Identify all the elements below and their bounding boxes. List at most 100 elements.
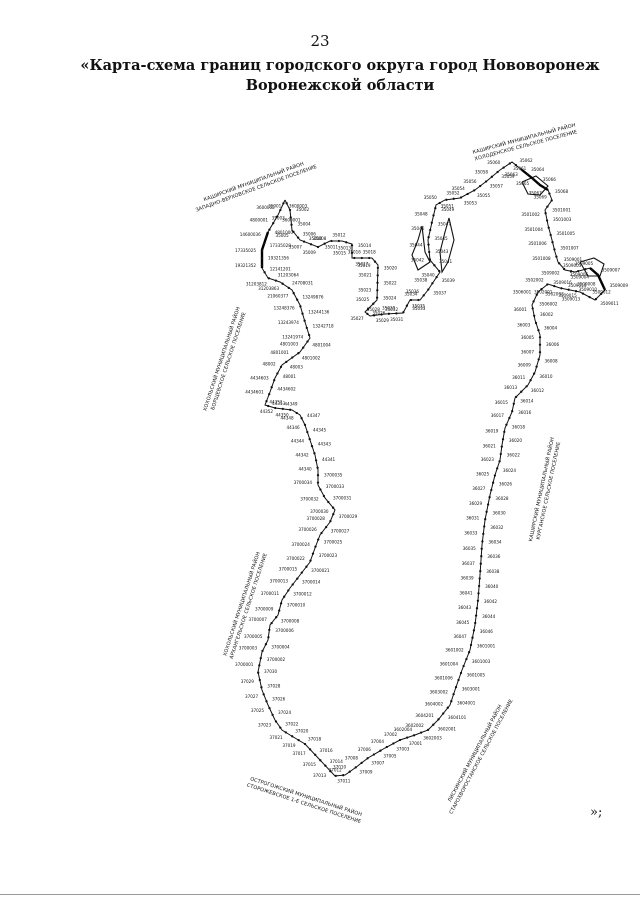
boundary-point-label: 36018 — [512, 425, 526, 431]
boundary-point-marker — [350, 244, 354, 247]
boundary-point-marker — [288, 208, 292, 212]
boundary-point-marker — [471, 636, 474, 639]
boundary-point-label: 37023 — [258, 722, 272, 728]
boundary-point-marker — [329, 519, 332, 523]
boundary-point-marker — [257, 671, 260, 674]
boundary-point-marker — [331, 506, 335, 509]
boundary-point-label: 3509009 — [610, 283, 629, 289]
boundary-point-marker — [284, 731, 287, 734]
boundary-point-label: 35061 — [513, 166, 527, 172]
boundary-point-marker — [368, 256, 371, 260]
boundary-point-marker — [282, 202, 285, 205]
boundary-point-label: 37003 — [396, 746, 410, 752]
page-number: 23 — [310, 32, 330, 50]
boundary-point-marker — [446, 706, 449, 709]
boundary-point-label: 3700028 — [306, 516, 325, 522]
boundary-point-label: 3502001 — [534, 289, 553, 295]
boundary-point-marker — [392, 742, 395, 745]
boundary-point-marker — [540, 288, 543, 291]
boundary-point-label: 37006 — [358, 747, 372, 753]
boundary-point-label: 35046 — [411, 226, 425, 232]
boundary-point-label: 35064 — [531, 167, 545, 173]
boundary-point-marker — [360, 761, 363, 765]
boundary-point-marker — [322, 494, 326, 498]
district-label-4: КАШИРСКИЙ МУНИЦИПАЛЬНЫЙ РАЙОНКУРГАНСКОЕ … — [527, 436, 562, 542]
boundary-point-label: 19321352 — [235, 263, 256, 269]
boundary-point-marker — [300, 417, 303, 420]
boundary-point-marker — [472, 629, 476, 632]
boundary-point-label: 3509005 — [575, 261, 594, 267]
boundary-point-marker — [560, 287, 563, 290]
boundary-point-marker — [292, 292, 295, 295]
boundary-point-marker — [272, 222, 275, 225]
boundary-point-label: 3700011 — [261, 591, 280, 597]
boundary-point-label: 36033 — [464, 531, 478, 537]
boundary-point-marker — [535, 293, 538, 296]
boundary-point-label: 36016 — [518, 410, 532, 416]
boundary-point-marker — [493, 474, 497, 477]
boundary-point-label: 35003 — [272, 216, 286, 222]
boundary-point-marker — [289, 216, 292, 219]
boundary-point-label: 35036 — [406, 289, 420, 295]
boundary-point-label: 35002 — [296, 207, 310, 213]
boundary-point-marker — [488, 496, 491, 499]
boundary-point-label: 3600002 — [256, 205, 275, 211]
boundary-point-label: 3509015 — [558, 293, 577, 299]
boundary-point-marker — [303, 742, 307, 746]
boundary-point-marker — [376, 274, 379, 277]
boundary-point-marker — [309, 243, 313, 246]
boundary-point-label: 35055 — [477, 193, 491, 199]
boundary-point-label: 13248376 — [274, 306, 295, 312]
boundary-point-marker — [267, 404, 270, 408]
boundary-point-label: 4801001 — [270, 350, 289, 356]
boundary-point-label: 3700012 — [293, 591, 312, 597]
boundary-point-label: 37025 — [251, 708, 265, 714]
boundary-point-label: 44350 — [276, 412, 290, 418]
boundary-point-marker — [324, 764, 327, 767]
boundary-point-label: 35068 — [555, 189, 569, 195]
boundary-point-label: 36043 — [458, 605, 472, 611]
boundary-point-label: 3700003 — [239, 646, 258, 652]
boundary-point-label: 3700031 — [333, 496, 352, 502]
boundary-point-marker — [263, 271, 266, 274]
boundary-point-marker — [267, 636, 270, 639]
boundary-point-label: 3700022 — [286, 556, 305, 562]
boundary-point-label: 35005 — [276, 233, 290, 239]
boundary-point-label: 36010 — [539, 374, 553, 380]
boundary-point-label: 37013 — [313, 773, 327, 779]
boundary-point-marker — [260, 249, 264, 252]
boundary-point-label: 3601003 — [472, 659, 491, 665]
boundary-point-label: 3602002 — [405, 723, 424, 729]
boundary-point-label: 3501002 — [521, 212, 540, 218]
boundary-point-label: 3600001 — [282, 217, 301, 223]
boundary-point-marker — [264, 643, 268, 646]
boundary-point-label: 36002 — [540, 312, 554, 318]
boundary-point-marker — [405, 304, 409, 307]
boundary-point-marker — [520, 168, 523, 171]
boundary-point-marker — [314, 545, 317, 548]
boundary-point-marker — [285, 202, 288, 205]
boundary-point-marker — [402, 311, 405, 314]
boundary-point-marker — [503, 430, 506, 434]
boundary-point-marker — [476, 599, 480, 602]
boundary-point-label: 4801004 — [312, 343, 331, 349]
boundary-point-marker — [291, 735, 294, 738]
boundary-point-marker — [558, 262, 561, 265]
boundary-point-label: 37026 — [272, 697, 286, 703]
district-label-5: ХОХОЛЬСКИЙ МУНИЦИПАЛЬНЫЙ РАЙОНАРХАНГЕЛЬС… — [221, 551, 268, 660]
boundary-point-label: 36020 — [509, 438, 523, 444]
boundary-point-marker — [296, 298, 299, 301]
boundary-point-marker — [437, 718, 440, 721]
boundary-point-label: 35041 — [439, 259, 453, 265]
boundary-point-marker — [535, 365, 538, 368]
boundary-point-label: 35013 — [338, 246, 352, 252]
boundary-point-marker — [287, 589, 290, 592]
boundary-point-label: 3700034 — [294, 480, 313, 486]
boundary-point-marker — [366, 307, 370, 311]
boundary-point-marker — [316, 245, 320, 249]
boundary-point-label: 17335025 — [235, 248, 256, 254]
boundary-point-marker — [305, 326, 308, 330]
boundary-point-label: 4801002 — [302, 356, 321, 362]
boundary-point-marker — [268, 393, 271, 396]
boundary-point-marker — [499, 452, 502, 456]
